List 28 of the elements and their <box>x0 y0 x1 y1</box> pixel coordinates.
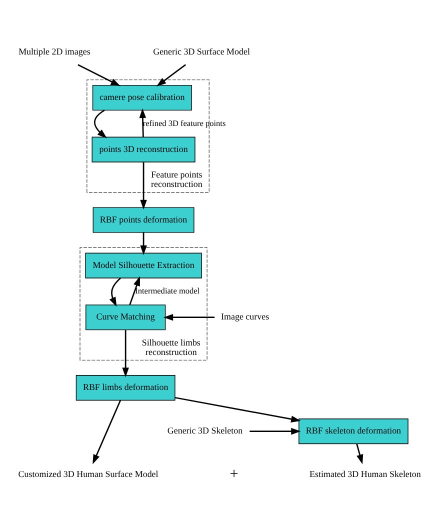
node-box: RBF points deformation <box>92 206 194 232</box>
node-text: Estimated 3D Human Skeleton <box>310 468 421 479</box>
arrow <box>92 400 122 464</box>
arrow <box>356 443 364 464</box>
node-box: camere pose calibration <box>92 84 192 110</box>
label: + <box>230 465 238 482</box>
arrow <box>122 330 129 377</box>
node-text: Image curves <box>221 311 270 322</box>
arrow <box>140 162 147 209</box>
arrow <box>78 64 120 86</box>
arrow <box>140 232 147 255</box>
node-box: RBF skeleton deformation <box>298 418 408 444</box>
arrow <box>139 108 146 137</box>
node-text: Generic 3D Skeleton <box>167 425 243 436</box>
node-text: Customized 3D Human Surface Model <box>18 468 158 479</box>
arrow <box>129 276 140 305</box>
node-box: Curve Matching <box>86 304 166 330</box>
node-box: RBF limbs deformation <box>76 374 176 400</box>
arrow <box>250 427 301 434</box>
node-text: Multiple 2D images <box>18 46 90 56</box>
arrow <box>94 109 107 138</box>
arrow <box>163 313 215 320</box>
node-text: Generic 3D Surface Model <box>153 46 250 56</box>
arrow <box>174 396 301 422</box>
arrow <box>109 277 121 306</box>
arrow <box>156 64 186 86</box>
node-box: Model Silhouette Extraction <box>85 252 202 278</box>
node-box: points 3D reconstruction <box>92 136 196 162</box>
